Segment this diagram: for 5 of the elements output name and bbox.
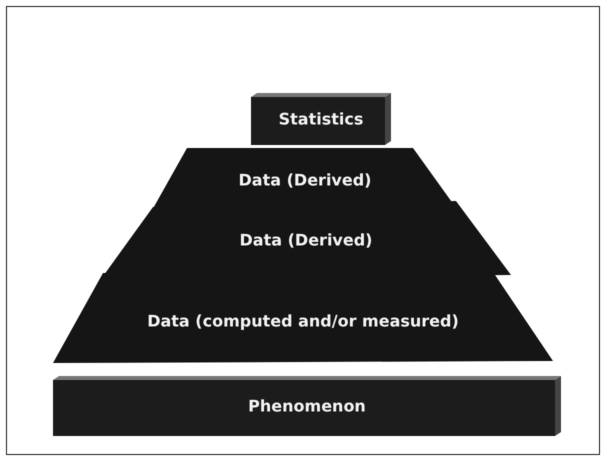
layer-label: Statistics [278, 110, 364, 128]
layer-label: Data (Derived) [238, 230, 374, 250]
layer-label: Data (computed and/or measured) [146, 311, 460, 330]
layer-label: Data (Derived) [238, 170, 372, 190]
layer-label: Phenomenon [247, 396, 367, 416]
